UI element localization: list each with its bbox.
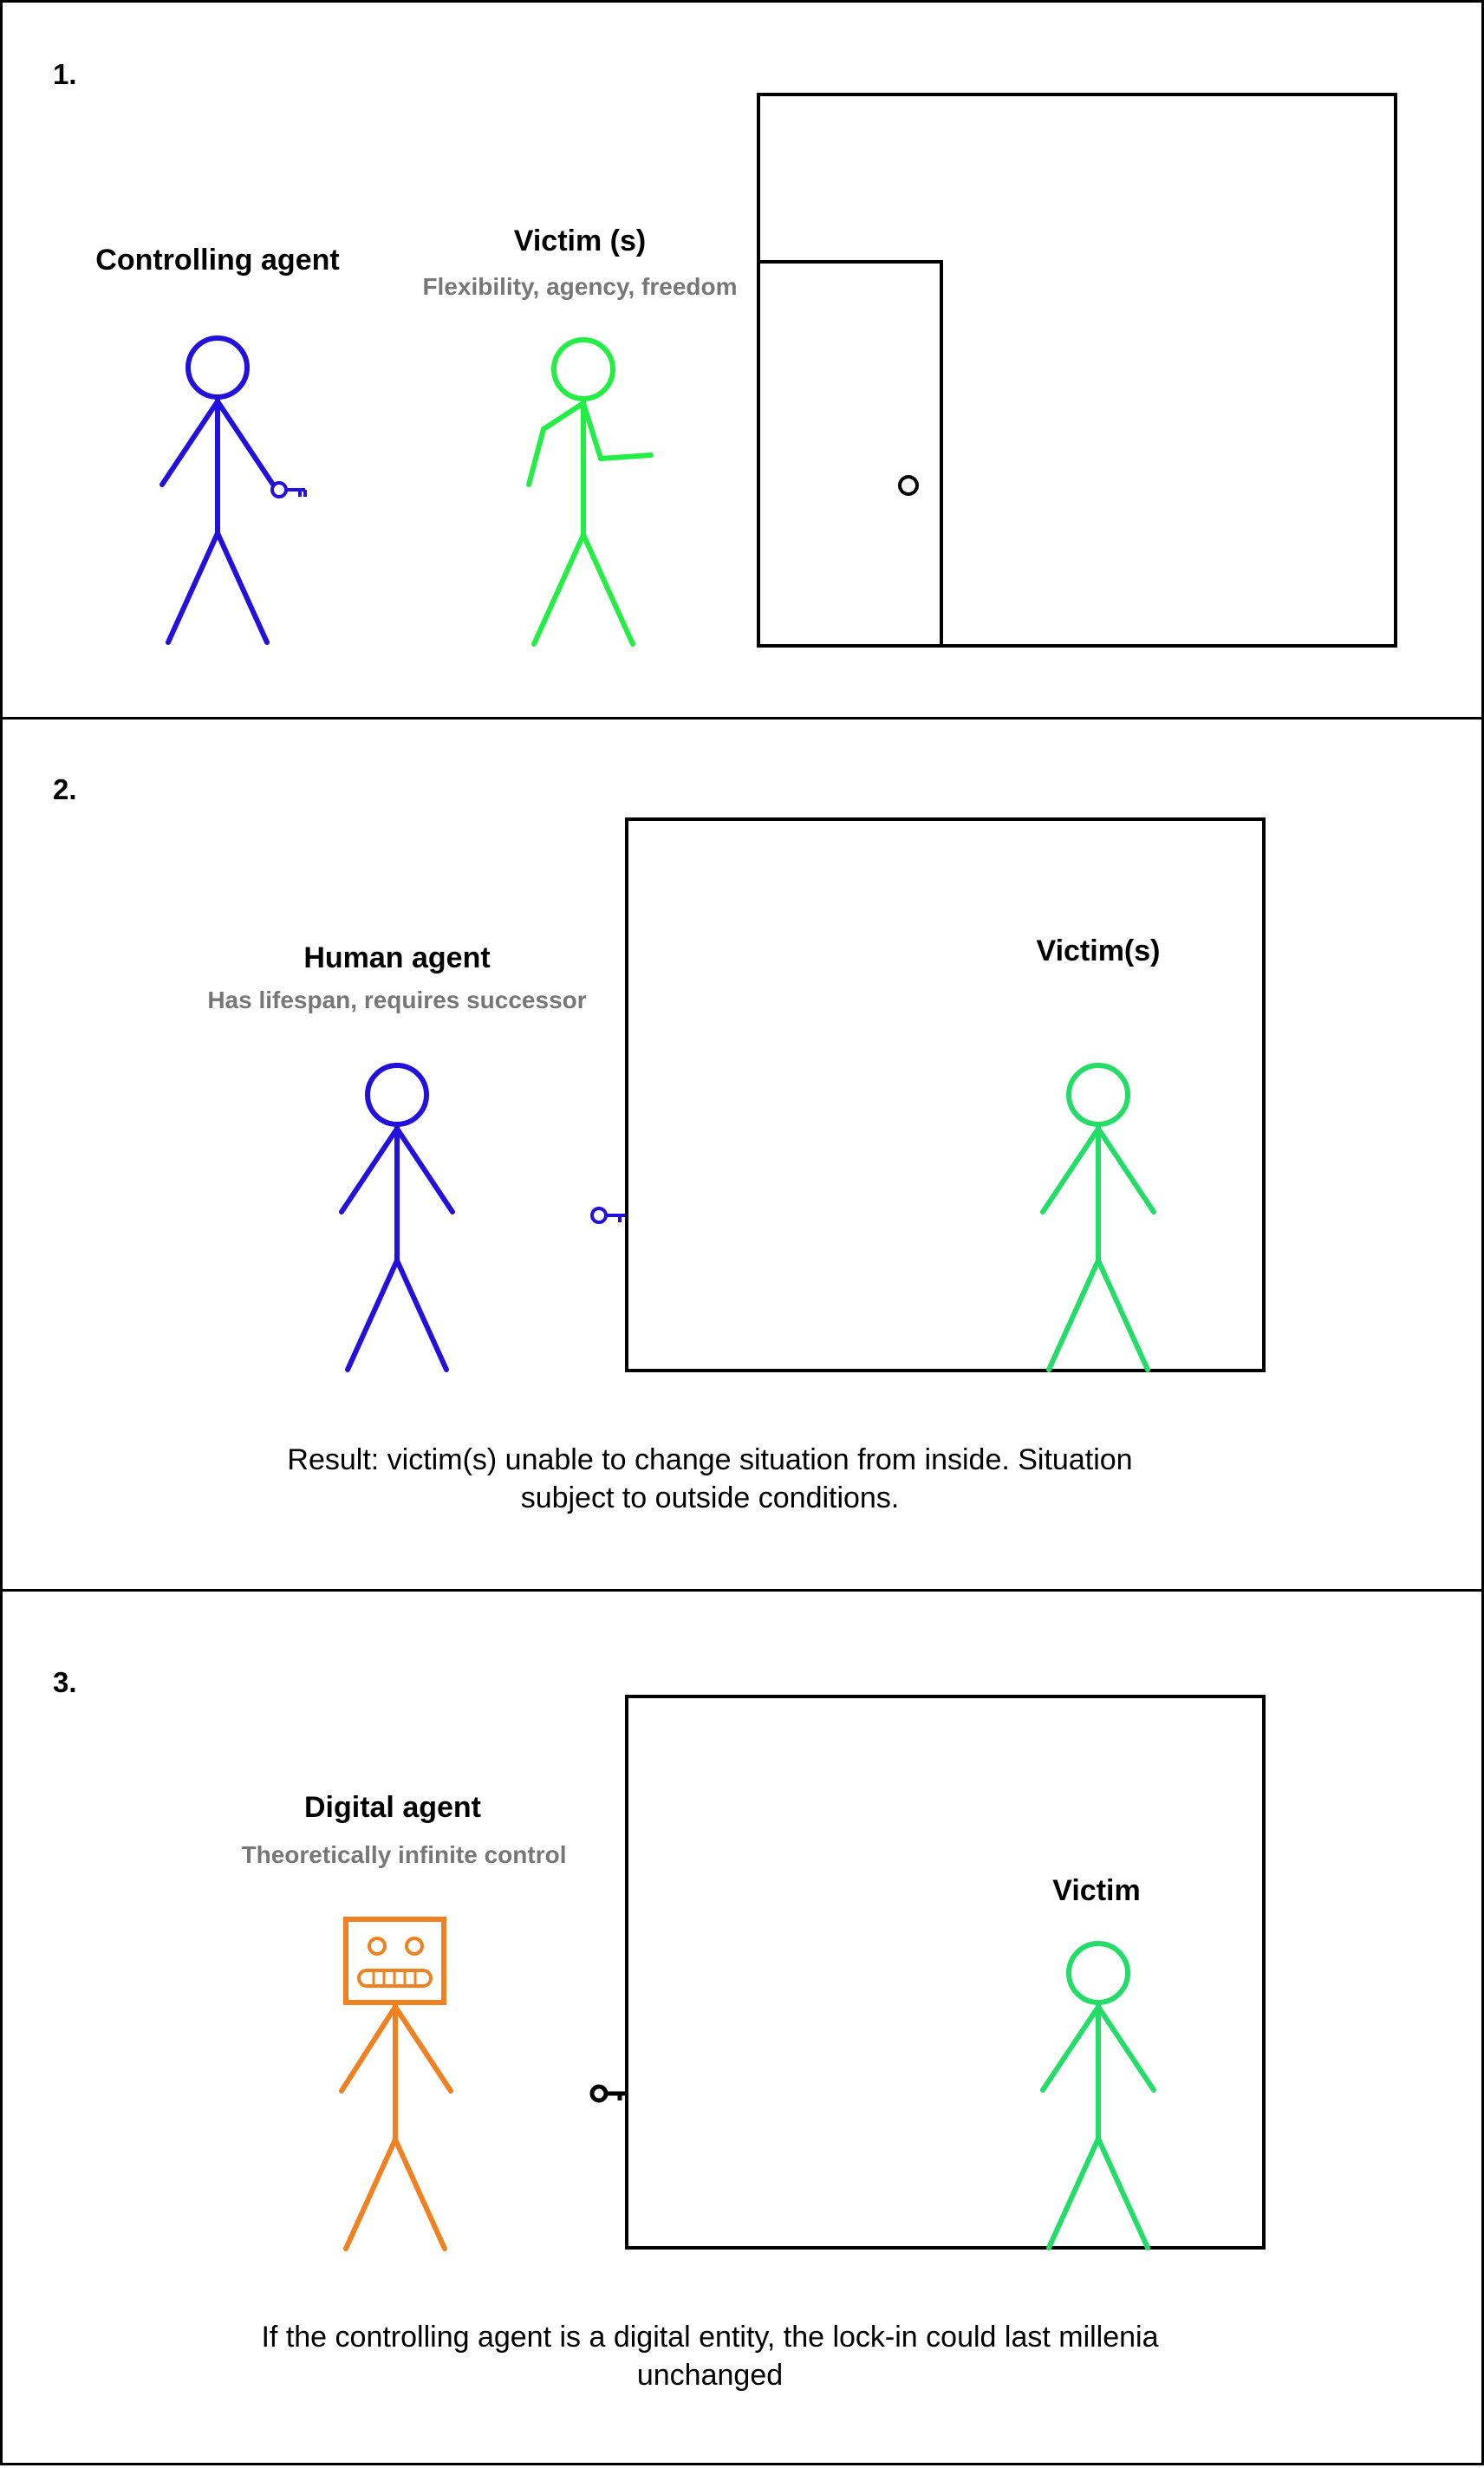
door [757,260,943,648]
panel-2-figures [339,817,1266,1372]
victim-label: Victim (s) [513,225,647,257]
panel-1: 1. Controlling agent Victim (s) Flexibil… [0,0,1484,720]
victim-subtitle: Flexibility, agency, freedom [422,273,738,300]
key-icon [589,2084,627,2103]
robot-head-icon [343,1917,446,2005]
panel-1-figures [159,93,1397,648]
human-agent-subtitle: Has lifespan, requires successor [207,987,587,1013]
victim-stick-figure [1040,1063,1156,1372]
victim-stick-figure [1040,1941,1156,2250]
panel-number: 1. [53,58,77,90]
panel-number: 2. [53,773,77,805]
room [625,817,1266,1372]
result-text: Result: victim(s) unable to change situa… [287,1443,1133,1514]
room [757,93,1397,648]
victim-label: Victim [1052,1874,1141,1907]
door-knob [898,475,919,496]
panel-2: 2. Human agent Has lifespan, requires su… [0,717,1484,1592]
panel-number: 3. [53,1666,77,1698]
victim-label: Victim(s) [1036,934,1161,967]
room [625,1695,1266,2250]
key-icon [590,1207,625,1224]
digital-agent-label: Digital agent [303,1791,482,1824]
digital-agent-subtitle: Theoretically infinite control [241,1841,567,1868]
result-text: If the controlling agent is a digital en… [261,2321,1159,2392]
controller-stick-figure [159,335,276,645]
controller-label: Controlling agent [95,244,340,277]
human-agent-label: Human agent [303,941,491,974]
robot-agent-figure [339,1917,453,2251]
key-icon [270,481,307,498]
panel-3: 3. Digital agent Theoretically infinite … [0,1589,1484,2465]
panel-3-figures [339,1695,1266,2251]
victim-stick-figure [526,337,654,647]
human-agent-stick-figure [339,1063,455,1372]
